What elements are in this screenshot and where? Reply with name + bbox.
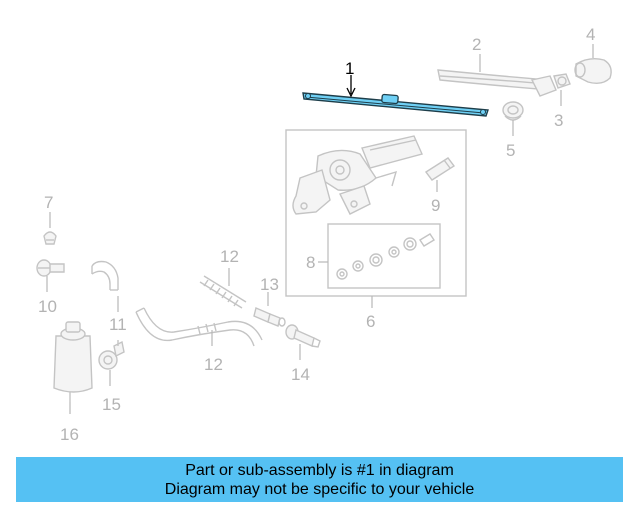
callout-16: 16 [60, 425, 79, 444]
wiper-motor[interactable] [292, 135, 423, 215]
callout-1: 1 [345, 59, 354, 78]
washer-reservoir-part-16[interactable] [53, 321, 93, 402]
long-hose-part-12-lower[interactable] [135, 307, 263, 347]
callout-8: 8 [306, 253, 315, 272]
info-banner: Part or sub-assembly is #1 in diagram Di… [16, 457, 623, 502]
callout-3: 3 [554, 111, 563, 130]
callout-15: 15 [102, 395, 121, 414]
callout-6: 6 [366, 312, 375, 331]
callout-7: 7 [44, 193, 53, 212]
check-valve-part-14[interactable] [285, 324, 321, 348]
callout-13: 13 [260, 275, 279, 294]
callout-11: 11 [109, 315, 127, 334]
nut-part-3[interactable] [553, 73, 571, 89]
callout-5: 5 [506, 141, 515, 160]
elbow-hose-part-11[interactable] [91, 260, 119, 291]
clip-part-7[interactable] [43, 231, 57, 245]
callout-12-upper: 12 [220, 247, 239, 266]
callout-14: 14 [291, 365, 310, 384]
connector-part-13[interactable] [253, 307, 286, 327]
washer-pump-part-15[interactable] [98, 340, 125, 370]
callout-10: 10 [38, 297, 57, 316]
hardware-kit-box-part-8[interactable] [327, 223, 441, 289]
wiper-blade-part-1[interactable] [302, 92, 489, 117]
hardware-kit-items [336, 233, 435, 280]
corrugated-hose-part-12-upper[interactable] [199, 275, 247, 309]
callout-9: 9 [431, 196, 440, 215]
parts-diagram: 1 2 4 3 5 6 [36, 25, 612, 444]
grommet-part-5[interactable] [502, 101, 524, 121]
callout-2: 2 [472, 35, 481, 54]
motor-connector-part-9[interactable] [424, 157, 456, 181]
callout-4: 4 [586, 25, 595, 44]
nozzle-part-10[interactable] [36, 259, 65, 277]
motor-assembly-box-part-6[interactable] [285, 129, 467, 297]
arm-cap-part-4[interactable] [574, 57, 612, 85]
wiper-arm-part-2[interactable] [437, 69, 557, 97]
callout-12-lower: 12 [204, 355, 223, 374]
banner-line-2: Diagram may not be specific to your vehi… [164, 480, 475, 498]
banner-line-1: Part or sub-assembly is #1 in diagram [185, 461, 454, 479]
